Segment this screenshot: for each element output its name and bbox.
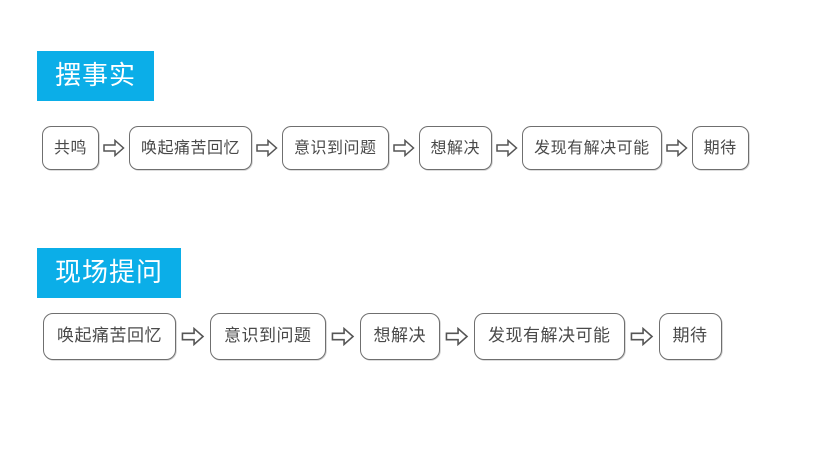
flow-row-1: 共鸣 唤起痛苦回忆 意识到问题: [42, 126, 749, 170]
flow-node[interactable]: 唤起痛苦回忆: [43, 313, 176, 360]
flow-node[interactable]: 共鸣: [42, 126, 100, 170]
right-block-arrow-icon: [176, 313, 210, 360]
flow-row-2: 唤起痛苦回忆 意识到问题 想解决: [43, 313, 722, 360]
right-block-arrow-icon: [662, 126, 692, 170]
flow-node-label: 想解决: [430, 138, 481, 157]
right-block-arrow-icon: [326, 313, 360, 360]
section-banner-label-2: 现场提问: [55, 258, 164, 288]
flow-node[interactable]: 意识到问题: [282, 126, 389, 170]
flow-node-label: 唤起痛苦回忆: [57, 326, 162, 346]
right-block-arrow-icon: [252, 126, 282, 170]
flow-node-label: 共鸣: [54, 138, 88, 157]
flow-node[interactable]: 期待: [658, 313, 722, 360]
section-banner-2: 现场提问: [37, 248, 182, 298]
flow-node-label: 想解决: [373, 326, 426, 346]
right-block-arrow-icon: [492, 126, 522, 170]
flow-node-label: 期待: [672, 326, 708, 346]
flow-node-label: 意识到问题: [294, 138, 377, 157]
flow-node-label: 期待: [703, 138, 737, 157]
right-block-arrow-icon: [625, 313, 659, 360]
flow-node[interactable]: 意识到问题: [210, 313, 326, 360]
flow-node-label: 唤起痛苦回忆: [141, 138, 241, 157]
flow-node[interactable]: 期待: [691, 126, 749, 170]
flow-node[interactable]: 想解决: [418, 126, 493, 170]
section-banner-label-1: 摆事实: [55, 61, 137, 91]
right-block-arrow-icon: [440, 313, 474, 360]
flow-node-label: 发现有解决可能: [488, 326, 611, 346]
flow-node-label: 发现有解决可能: [534, 138, 650, 157]
section-banner-1: 摆事实: [37, 51, 155, 101]
flow-node-label: 意识到问题: [224, 326, 312, 346]
flow-node[interactable]: 唤起痛苦回忆: [129, 126, 253, 170]
right-block-arrow-icon: [99, 126, 129, 170]
right-block-arrow-icon: [389, 126, 419, 170]
flow-node[interactable]: 发现有解决可能: [474, 313, 625, 360]
flow-node[interactable]: 想解决: [359, 313, 440, 360]
flow-node[interactable]: 发现有解决可能: [522, 126, 662, 170]
